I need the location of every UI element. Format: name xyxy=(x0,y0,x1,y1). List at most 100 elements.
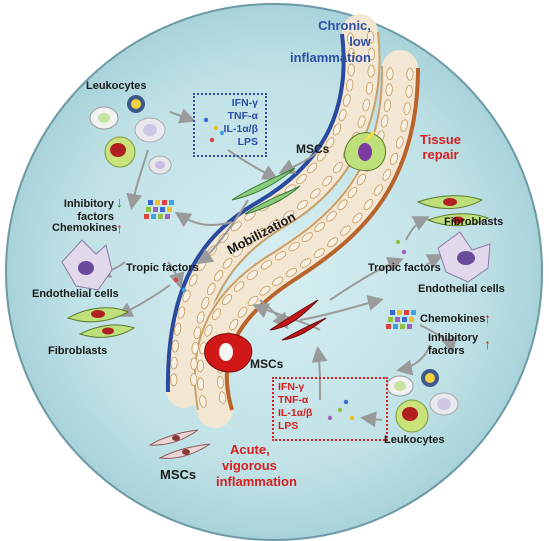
endothelial-lining-cell xyxy=(268,219,281,229)
up-arrow-icon: ↑ xyxy=(484,310,491,326)
endothelial-lining-cell xyxy=(347,187,358,199)
endothelial-lining-cell xyxy=(190,373,198,386)
factor-dot xyxy=(390,310,395,315)
endothelial-lining-cell xyxy=(283,210,295,220)
chronic-heading: Chronic, low inflammation xyxy=(290,18,371,66)
endothelial-lining-cell xyxy=(337,199,348,211)
endothelial-lining-cell xyxy=(196,359,205,373)
cytokine-box-left xyxy=(193,93,267,157)
endothelial-lining-cell xyxy=(199,395,207,408)
endothelial-lining-cell xyxy=(243,236,255,247)
factor-dot xyxy=(388,317,393,322)
factor-dot xyxy=(165,214,170,219)
tropic-factors-right: Tropic factors xyxy=(368,262,441,274)
up-arrow-icon: ↑ xyxy=(484,336,491,352)
factor-dot xyxy=(209,137,215,143)
endothelial-lining-cell xyxy=(367,47,376,61)
factor-dot xyxy=(169,200,174,205)
tropic-factors-left: Tropic factors xyxy=(126,262,199,274)
endothelial-lining-cell xyxy=(340,225,351,236)
endothelial-lining-cell xyxy=(182,290,191,303)
msc-spindle-left xyxy=(231,167,301,215)
chemokines-label-right: Chemokines xyxy=(420,313,486,325)
inhibitory-right-line2: factors xyxy=(428,344,465,357)
factor-dot xyxy=(158,214,163,219)
factor-dot xyxy=(151,214,156,219)
cytokine-list-left: IFN-γ TNF-α IL-1α/β LPS xyxy=(212,97,258,149)
endothelial-lining-cell xyxy=(170,373,178,387)
endothelial-lining-cell xyxy=(177,306,186,319)
endothelial-lining-cell xyxy=(389,152,399,166)
inhibitory-factors-right: Inhibitory factors xyxy=(428,332,478,357)
leukocytes-label-right: Leukocytes xyxy=(384,434,445,446)
endothelial-lining-cell xyxy=(405,85,413,98)
acute-heading: Acute, vigorous inflammation xyxy=(216,442,297,490)
down-arrow-icon: ↓ xyxy=(116,194,123,210)
inhibitory-factors-left: Inhibitory factors xyxy=(50,198,114,223)
msc-cell-right-red xyxy=(204,333,253,373)
mscs-label-right: MSCs xyxy=(250,357,284,371)
endothelial-lining-cell xyxy=(196,377,205,391)
up-arrow-icon: ↑ xyxy=(116,220,123,236)
factor-dot xyxy=(395,239,401,245)
endothelial-lining-cell xyxy=(218,391,227,405)
endothelial-lining-cell xyxy=(212,308,222,321)
acute-line1: Acute, xyxy=(230,442,270,457)
endothelial-lining-cell xyxy=(285,267,298,278)
inhibitory-left-line2: factors xyxy=(77,210,114,223)
leukocytes-label-left: Leukocytes xyxy=(86,80,147,92)
acute-line2: vigorous xyxy=(222,458,277,473)
endothelial-lining-cell xyxy=(385,83,393,97)
endothelial-lining-cell xyxy=(196,311,205,324)
endothelial-lining-cell xyxy=(313,248,325,258)
endothelial-lining-cell xyxy=(259,285,271,296)
right-arrows xyxy=(299,216,457,428)
factor-dot xyxy=(402,317,407,322)
endothelial-lining-cell xyxy=(190,357,198,371)
endothelial-cells-label-left: Endothelial cells xyxy=(32,288,119,300)
factor-dot xyxy=(162,200,167,205)
endothelial-lining-cell xyxy=(232,246,243,258)
cytokine-box-right xyxy=(272,377,388,441)
endothelial-lining-cell xyxy=(362,98,371,112)
factor-dot xyxy=(219,130,225,136)
msc-cells-bottom xyxy=(148,429,211,459)
leukocyte-cells-right xyxy=(386,369,459,433)
endothelial-lining-cell xyxy=(299,258,312,268)
cytokine-left-0: IFN-γ xyxy=(231,97,258,109)
cytokine-right-1: TNF-α xyxy=(278,394,309,406)
endothelial-lining-cell xyxy=(325,137,335,149)
tissue-repair-line2: repair xyxy=(422,147,459,162)
endothelial-lining-cell xyxy=(206,283,216,295)
endothelial-lining-cell xyxy=(255,227,268,238)
endothelial-lining-cell xyxy=(307,162,318,174)
endothelial-lining-cell xyxy=(373,184,383,196)
factor-dot xyxy=(337,407,343,413)
endothelial-lining-cell xyxy=(333,161,343,174)
factor-dot xyxy=(160,207,165,212)
leukocyte-cells-left xyxy=(89,95,172,175)
inhibitory-left-line1: Inhibitory xyxy=(63,198,114,210)
endothelial-lining-cell xyxy=(347,48,356,61)
endothelial-lining-cell xyxy=(366,30,375,44)
endothelial-lining-cell xyxy=(222,257,233,269)
msc-cell-left-top xyxy=(344,130,387,171)
cytokine-left-1: TNF-α xyxy=(227,110,258,122)
endothelial-lining-cell xyxy=(193,326,202,340)
inhibitory-right-line1: Inhibitory xyxy=(428,332,479,344)
cytokine-right-0: IFN-γ xyxy=(278,381,305,393)
endothelial-lining-cell xyxy=(347,32,355,46)
endothelial-cells-label-right: Endothelial cells xyxy=(418,283,505,295)
factor-dot xyxy=(153,207,158,212)
mscs-label-left: MSCs xyxy=(296,142,330,156)
acute-line3: inflammation xyxy=(216,474,297,489)
fibroblasts-right xyxy=(416,195,490,227)
endothelial-lining-cell xyxy=(382,168,392,181)
fibroblasts-label-right: Fibroblasts xyxy=(444,216,504,228)
factor-dot xyxy=(401,249,407,255)
endothelial-lining-cell xyxy=(204,324,213,337)
fibroblasts-left xyxy=(66,307,136,338)
factor-dot xyxy=(409,317,414,322)
endothelial-lining-cell xyxy=(230,221,242,232)
endothelial-lining-cell xyxy=(356,173,366,186)
